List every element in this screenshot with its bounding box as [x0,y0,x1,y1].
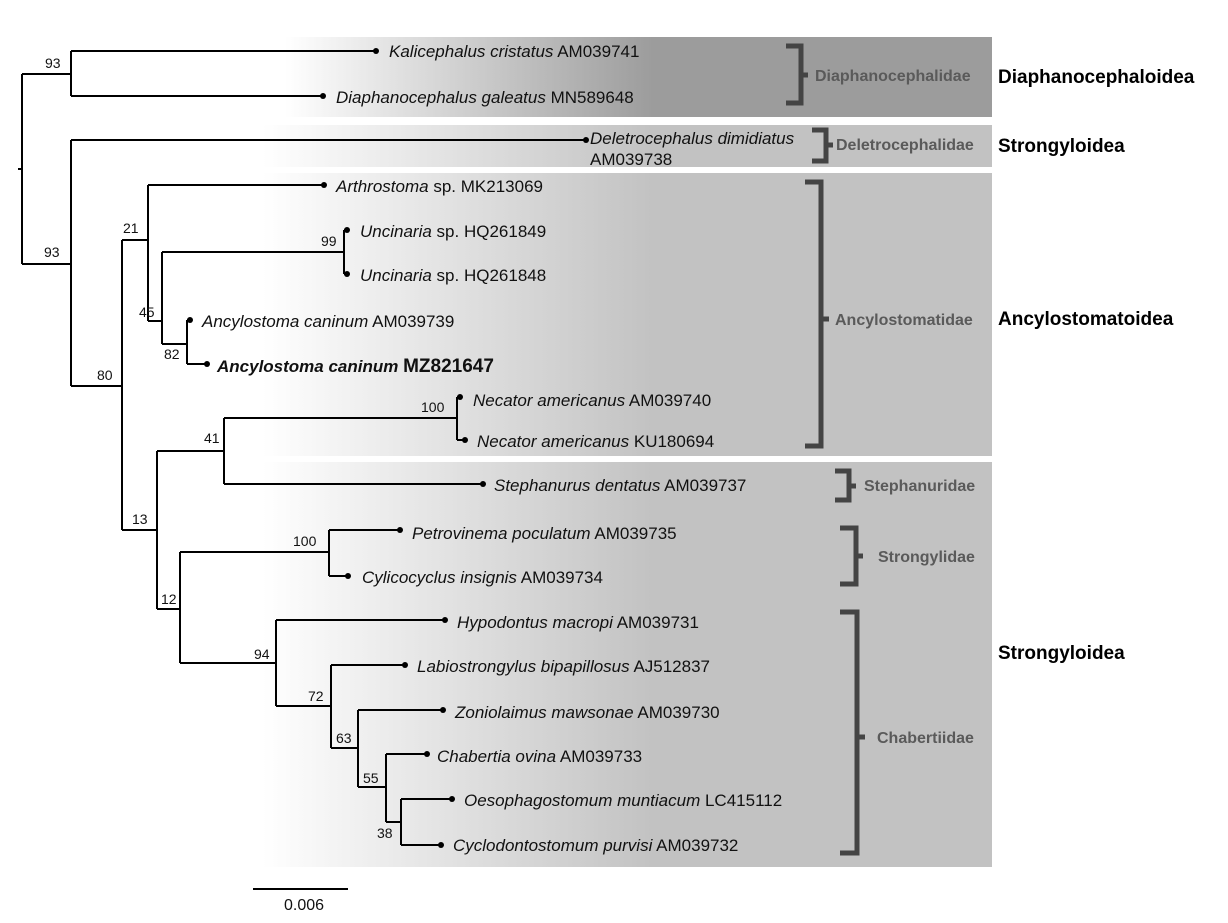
superfamily-label-strongyloidea-2: Strongyloidea [998,643,1125,664]
family-labels: Diaphanocephalidae Deletrocephalidae Anc… [815,68,975,747]
tip-label-deletrocephalus-accession: AM039738 [590,150,672,169]
tip-label-ancylostoma-1: Ancylostoma caninum AM039739 [201,312,454,331]
band-ancylostomatoidea [240,173,992,456]
tip-dot [204,361,210,367]
tip-label-deletrocephalus: Deletrocephalus dimidiatus [590,129,795,148]
family-label-chabertiidae: Chabertiidae [877,730,974,747]
support-value: 41 [204,430,220,446]
support-value: 94 [254,646,270,662]
tip-dot [344,227,350,233]
support-value: 12 [161,591,177,607]
support-value: 100 [293,533,317,549]
tip-dot [373,48,379,54]
tip-dot [397,527,403,533]
tip-label-diaphanocephalus: Diaphanocephalus galeatus MN589648 [336,88,634,107]
bracket-deletrocephalidae [812,127,833,164]
tip-label-uncinaria-1: Uncinaria sp. HQ261849 [360,222,546,241]
support-value: 21 [123,220,139,236]
bracket-stephanuridae [835,468,856,503]
tip-dot [438,842,444,848]
tip-label-labiostrongylus: Labiostrongylus bipapillosus AJ512837 [417,657,710,676]
scale-bar-label: 0.006 [284,897,324,914]
tip-label-petrovinema: Petrovinema poculatum AM039735 [412,524,677,543]
support-values: 93 93 21 99 45 82 80 100 41 13 100 12 94… [44,55,445,841]
tip-dot [424,751,430,757]
tip-label-ancylostoma-highlight: Ancylostoma caninum MZ821647 [216,356,494,377]
tip-label-arthrostoma: Arthrostoma sp. MK213069 [335,177,543,196]
family-label-diaphanocephalidae: Diaphanocephalidae [815,68,971,85]
family-brackets [786,43,865,856]
superfamily-label-ancylostomatoidea: Ancylostomatoidea [998,309,1174,330]
bracket-diaphanocephalidae [786,43,808,106]
superfamily-label-strongyloidea-1: Strongyloidea [998,136,1125,157]
tip-dot [344,271,350,277]
tip-label-necator-1: Necator americanus AM039740 [473,391,711,410]
tip-label-cyclodontostomum: Cyclodontostomum purvisi AM039732 [453,836,738,855]
support-value: 45 [139,304,155,320]
support-value: 80 [97,367,113,383]
family-label-deletrocephalidae: Deletrocephalidae [836,137,974,154]
scale-bar: 0.006 [253,888,348,914]
support-value: 55 [363,770,379,786]
bracket-ancylostomatidae [805,179,829,449]
tip-dot [480,481,486,487]
support-value: 38 [377,825,393,841]
tip-label-zoniolaimus: Zoniolaimus mawsonae AM039730 [454,703,720,722]
support-value: 100 [421,399,445,415]
support-value: 93 [44,244,60,260]
tip-dot [440,707,446,713]
tip-dots [187,48,589,848]
tip-dot [462,437,468,443]
family-label-stephanuridae: Stephanuridae [864,478,975,495]
tip-dot [345,573,351,579]
support-value: 63 [336,730,352,746]
support-value: 72 [308,688,324,704]
tip-dot [583,137,589,143]
tip-labels: Kalicephalus cristatus AM039741 Diaphano… [201,42,795,855]
superfamily-labels: Diaphanocephaloidea Strongyloidea Ancylo… [998,67,1195,664]
support-value: 82 [164,346,180,362]
family-label-strongylidae: Strongylidae [878,549,975,566]
tip-dot [402,662,408,668]
tip-dot [321,182,327,188]
tip-label-necator-2: Necator americanus KU180694 [477,432,714,451]
tree-branches [18,50,586,846]
superfamily-label-diaphanocephaloidea: Diaphanocephaloidea [998,67,1195,88]
band-deletrocephalidae [240,125,992,167]
tip-label-uncinaria-2: Uncinaria sp. HQ261848 [360,266,546,285]
support-value: 93 [45,55,61,71]
tip-label-stephanurus: Stephanurus dentatus AM039737 [494,476,746,495]
tip-label-chabertia: Chabertia ovina AM039733 [437,747,642,766]
tip-label-oesophagostomum: Oesophagostomum muntiacum LC415112 [464,791,782,810]
tip-dot [320,93,326,99]
tip-label-kalicephalus: Kalicephalus cristatus AM039741 [389,42,639,61]
family-label-ancylostomatidae: Ancylostomatidae [835,312,973,329]
support-value: 13 [132,511,148,527]
support-value: 99 [321,233,337,249]
tip-dot [449,796,455,802]
tip-label-cylicocyclus: Cylicocyclus insignis AM039734 [362,568,603,587]
bracket-chabertiidae [840,609,865,856]
tip-dot [442,617,448,623]
tip-dot [457,394,463,400]
tip-label-hypodontus: Hypodontus macropi AM039731 [457,613,699,632]
tip-dot [187,317,193,323]
bracket-strongylidae [840,525,863,587]
